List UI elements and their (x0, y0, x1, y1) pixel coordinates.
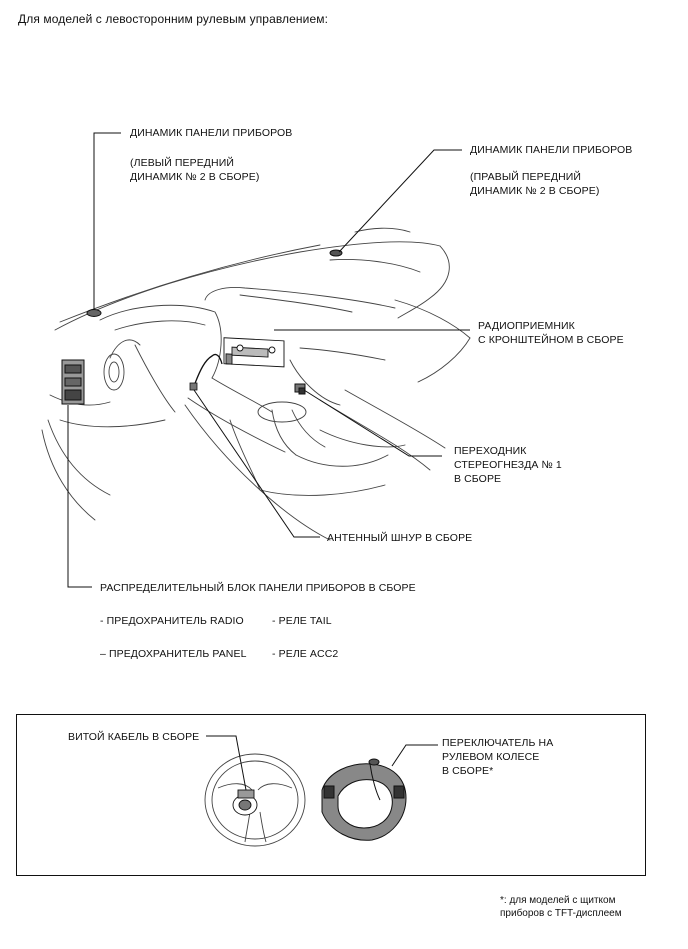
relay-acc2-label: - РЕЛЕ ACC2 (272, 648, 339, 660)
spiral-cable-label: ВИТОЙ КАБЕЛЬ В СБОРЕ (68, 731, 200, 743)
steering-switch-label: ПЕРЕКЛЮЧАТЕЛЬ НА РУЛЕВОМ КОЛЕСЕ В СБОРЕ* (442, 737, 554, 777)
antenna-cord-label: АНТЕННЫЙ ШНУР В СБОРЕ (327, 532, 473, 544)
left-speaker-sublabel: (ЛЕВЫЙ ПЕРЕДНИЙ ДИНАМИК № 2 В СБОРЕ) (130, 157, 260, 183)
right-speaker-label: ДИНАМИК ПАНЕЛИ ПРИБОРОВ (470, 144, 633, 156)
left-speaker-label: ДИНАМИК ПАНЕЛИ ПРИБОРОВ (130, 127, 293, 139)
steering-inset-panel (16, 714, 646, 876)
footnote: *: для моделей с щитком приборов с TFT-д… (500, 895, 622, 919)
fuse-panel-label: – ПРЕДОХРАНИТЕЛЬ PANEL (100, 648, 247, 660)
page-title: Для моделей с левосторонним рулевым упра… (18, 12, 329, 26)
right-speaker-sublabel: (ПРАВЫЙ ПЕРЕДНИЙ ДИНАМИК № 2 В СБОРЕ) (470, 171, 600, 197)
stereo-jack-label: ПЕРЕХОДНИК СТЕРЕОГНЕЗДА № 1 В СБОРЕ (454, 445, 562, 485)
relay-tail-label: - РЕЛЕ TAIL (272, 615, 332, 627)
radio-label: РАДИОПРИЕМНИК С КРОНШТЕЙНОМ В СБОРЕ (478, 320, 624, 346)
junction-block-label: РАСПРЕДЕЛИТЕЛЬНЫЙ БЛОК ПАНЕЛИ ПРИБОРОВ В… (100, 582, 416, 594)
fuse-radio-label: - ПРЕДОХРАНИТЕЛЬ RADIO (100, 615, 244, 627)
